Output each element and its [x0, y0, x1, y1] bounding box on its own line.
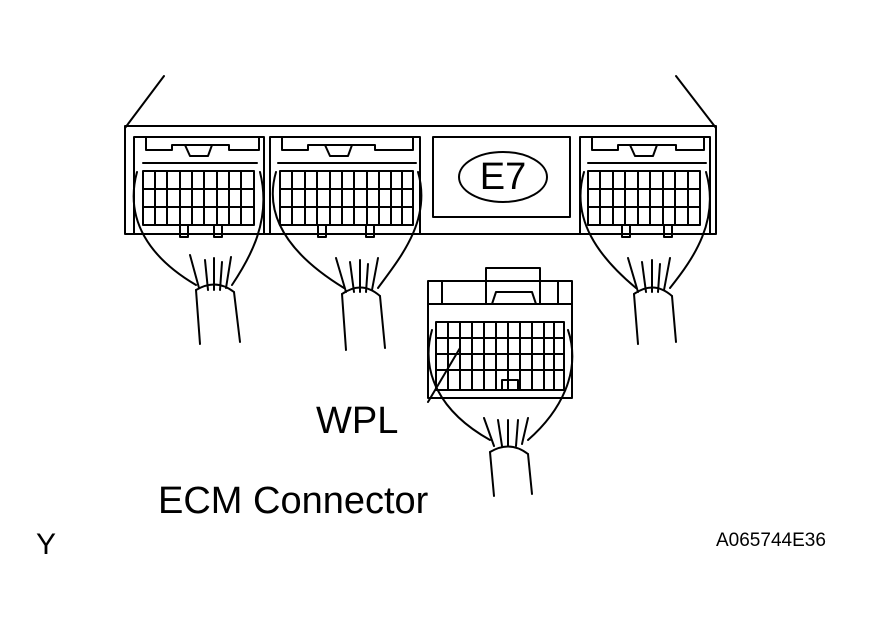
socket-right [579, 136, 711, 238]
connector-id-label: E7 [479, 156, 527, 198]
socket-middle [269, 136, 421, 238]
harness-left [132, 171, 265, 345]
corner-letter: Y [36, 528, 57, 561]
harness-right [579, 171, 711, 345]
figure-code: A065744E36 [716, 530, 826, 551]
diagram-caption: ECM Connector [158, 480, 429, 522]
terminal-label-wpl: WPL [316, 400, 399, 442]
harness-middle [271, 171, 423, 351]
socket-left [133, 136, 265, 238]
plug-connector [427, 267, 574, 497]
wpl-leader-line [427, 347, 461, 403]
